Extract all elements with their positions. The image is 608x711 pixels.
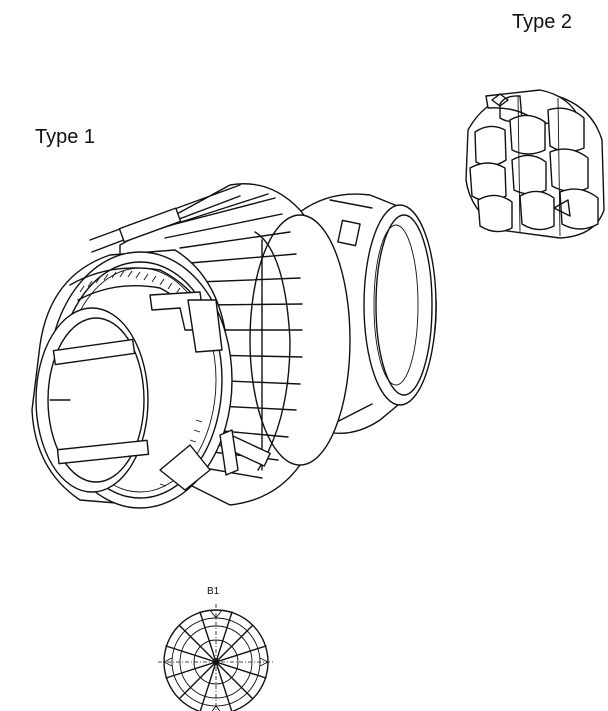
type1-connector-illustration: [31, 183, 437, 509]
locking-ring: [31, 249, 239, 509]
pin-view-diagram: [158, 604, 274, 711]
type1-label: Type 1: [35, 126, 96, 148]
type2-label: Type 2: [512, 11, 573, 33]
type2-insert-illustration: [465, 89, 605, 239]
pin-view-label: B1: [207, 586, 220, 597]
